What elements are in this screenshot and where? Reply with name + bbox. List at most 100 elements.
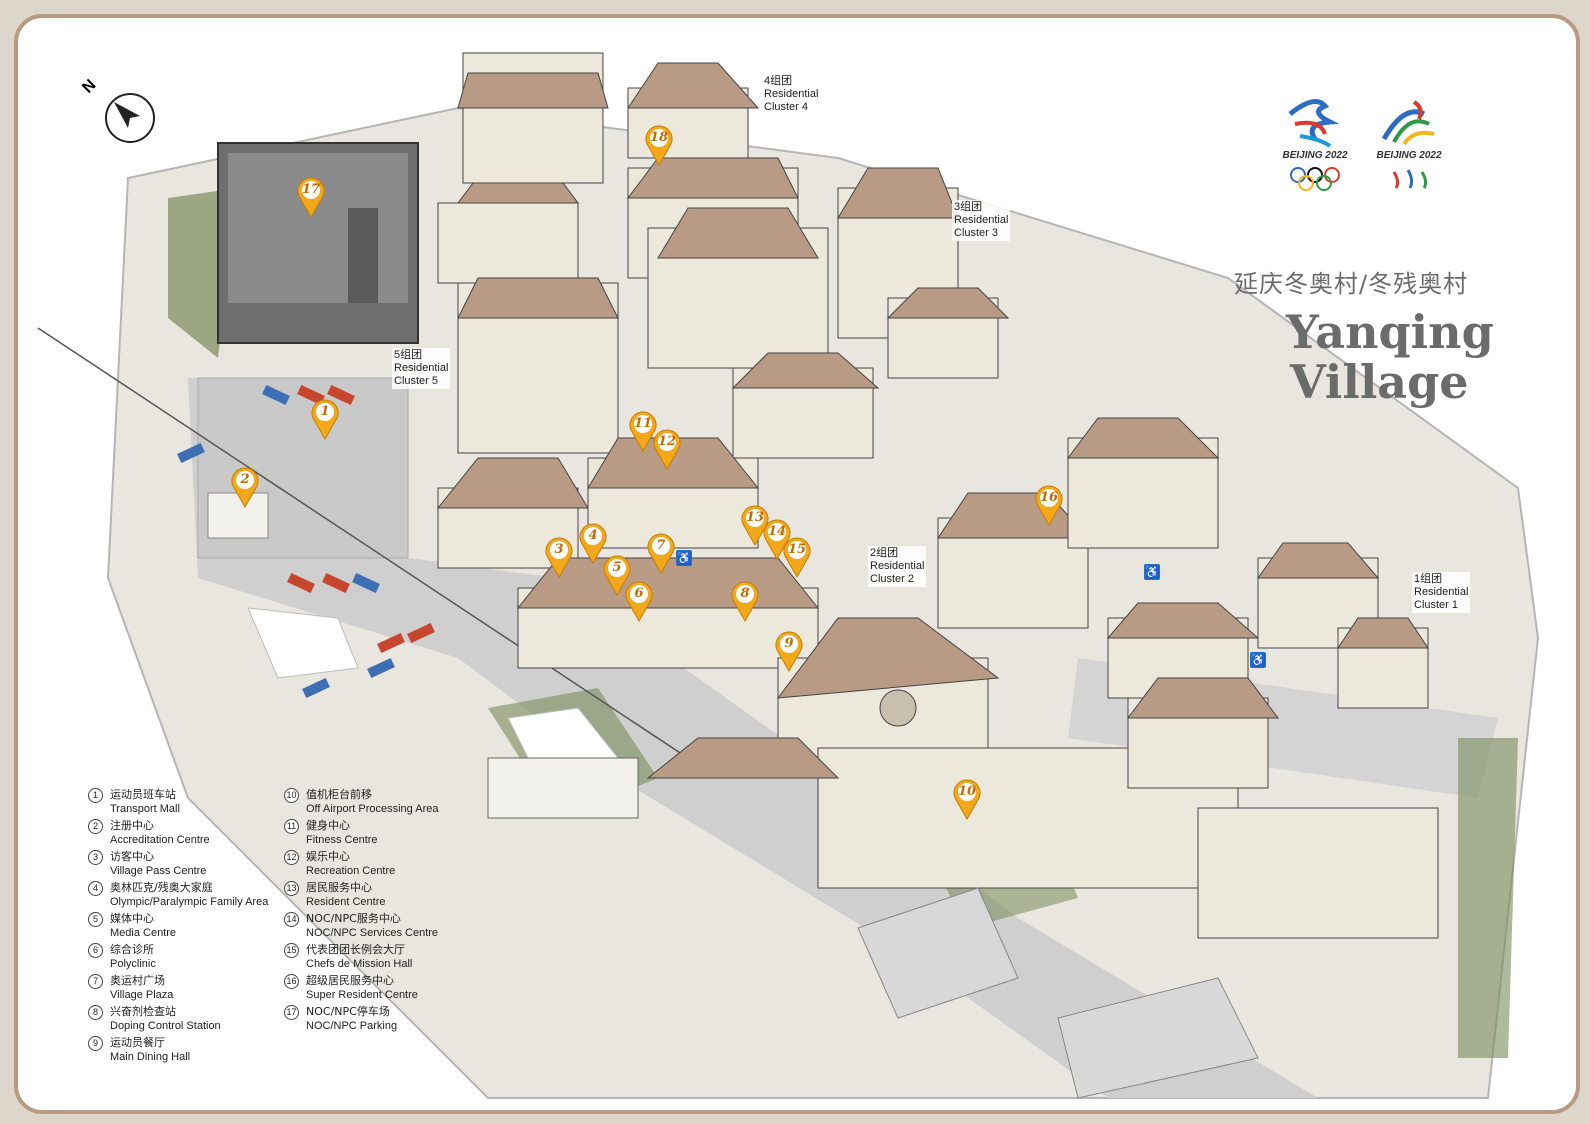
cluster-5-buildings <box>437 52 619 454</box>
legend-number: 8 <box>88 1005 103 1020</box>
legend-label-en: Village Pass Centre <box>110 865 207 877</box>
pin-11[interactable]: 11 <box>628 410 658 452</box>
legend-label-cn: 超级居民服务中心 <box>306 974 394 987</box>
legend-label-cn: 健身中心 <box>306 819 350 832</box>
cluster-1-buildings <box>1106 542 1429 789</box>
legend-number: 10 <box>284 788 299 803</box>
legend-label-en: Media Centre <box>110 927 177 939</box>
north-arrow-icon <box>105 93 155 143</box>
legend-label-cn: 运动员餐厅 <box>110 1036 165 1049</box>
legend-number: 13 <box>284 881 299 896</box>
bus <box>302 677 330 699</box>
legend-label-en: Resident Centre <box>306 896 386 908</box>
pin-16[interactable]: 16 <box>1034 484 1064 526</box>
legend-label-en: Accreditation Centre <box>110 834 210 846</box>
legend-number: 4 <box>88 881 103 896</box>
legend-label-en: Off Airport Processing Area <box>306 803 439 815</box>
pin-13[interactable]: 13 <box>740 504 770 546</box>
pin-15[interactable]: 15 <box>782 536 812 578</box>
bus <box>407 622 435 644</box>
legend-label-cn: 访客中心 <box>110 850 154 863</box>
bus <box>327 384 355 406</box>
pin-6[interactable]: 6 <box>624 580 654 622</box>
olympic-rings-icon <box>1290 167 1340 191</box>
compass: N <box>79 76 160 148</box>
paralympic-logo: BEIJING 2022 <box>1364 94 1454 194</box>
village-map <box>37 52 1540 1099</box>
legend-label-cn: 综合诊所 <box>110 943 154 956</box>
central-buildings <box>436 437 1439 939</box>
legend-label-cn: 兴奋剂检查站 <box>110 1005 176 1018</box>
legend-label-en: NOC/NPC Services Centre <box>306 927 439 939</box>
bus <box>367 657 395 679</box>
legend-label-en: Super Resident Centre <box>306 989 418 1001</box>
agitos-icon <box>1392 169 1428 189</box>
plaza-steps <box>1057 977 1259 1099</box>
legend-label-en: Recreation Centre <box>306 865 396 877</box>
legend-number: 2 <box>88 819 103 834</box>
legend-number: 1 <box>88 788 103 803</box>
pin-7[interactable]: 7 <box>646 532 676 574</box>
legend-number: 7 <box>88 974 103 989</box>
bus <box>297 384 325 406</box>
pin-8[interactable]: 8 <box>730 580 760 622</box>
legend-label-en: Main Dining Hall <box>110 1051 191 1063</box>
legend-label-en: NOC/NPC Parking <box>306 1020 398 1032</box>
legend-label-cn: 奥林匹克/残奥大家庭 <box>110 881 213 894</box>
north-letter: N <box>79 76 100 97</box>
pin-9[interactable]: 9 <box>774 630 804 672</box>
olympic-logo-caption: BEIJING 2022 <box>1282 150 1348 161</box>
pin-3[interactable]: 3 <box>544 536 574 578</box>
olympic-logo: BEIJING 2022 <box>1270 94 1360 194</box>
pin-4[interactable]: 4 <box>578 522 608 564</box>
legend-number: 3 <box>88 850 103 865</box>
map-frame: N BEIJING 2022 BEIJING 2022 <box>14 14 1580 1114</box>
legend-number: 12 <box>284 850 299 865</box>
legend-number: 9 <box>88 1036 103 1051</box>
snow-patch <box>247 607 359 679</box>
legend-number: 17 <box>284 1005 299 1020</box>
legend-label-en: Polyclinic <box>110 958 156 970</box>
paralympic-emblem-icon <box>1381 100 1435 146</box>
legend-label-cn: 值机柜台前移 <box>306 788 372 801</box>
pin-17[interactable]: 17 <box>296 176 326 218</box>
legend-label-cn: 代表团团长例会大厅 <box>306 943 405 956</box>
legend-label-en: Village Plaza <box>110 989 174 1001</box>
title-english-line2: Village <box>1290 355 1469 409</box>
pin-12[interactable]: 12 <box>652 428 682 470</box>
map-title: 延庆冬奥村/冬残奥村 Yanqing Village <box>1234 264 1534 407</box>
pin-14[interactable]: 14 <box>762 518 792 560</box>
olympic-emblem-icon <box>1288 99 1340 148</box>
pin-18[interactable]: 18 <box>644 124 674 166</box>
wheelchair-icon: ♿ <box>1144 564 1160 580</box>
pin-10[interactable]: 10 <box>952 778 982 820</box>
legend-label-en: Doping Control Station <box>110 1020 221 1032</box>
paralympic-logo-caption: BEIJING 2022 <box>1376 150 1442 161</box>
legend-number: 6 <box>88 943 103 958</box>
legend-label-cn: 运动员班车站 <box>110 788 176 801</box>
bus <box>287 572 315 594</box>
bus <box>262 384 290 406</box>
legend-number: 5 <box>88 912 103 927</box>
pin-2[interactable]: 2 <box>230 466 260 508</box>
legend-label-cn: 居民服务中心 <box>306 881 372 894</box>
legend-number: 14 <box>284 912 299 927</box>
bus <box>322 572 350 594</box>
wheelchair-icon: ♿ <box>676 550 692 566</box>
pin-5[interactable]: 5 <box>602 554 632 596</box>
legend-number: 15 <box>284 943 299 958</box>
legend-number: 16 <box>284 974 299 989</box>
legend-number: 11 <box>284 819 299 834</box>
bus <box>177 442 205 464</box>
lawn <box>1458 738 1518 1058</box>
title-chinese: 延庆冬奥村/冬残奥村 <box>1234 270 1469 298</box>
legend-label-cn: 奥运村广场 <box>110 974 165 987</box>
bus <box>377 632 405 654</box>
pin-1[interactable]: 1 <box>310 398 340 440</box>
legend-label-cn: 娱乐中心 <box>306 850 350 863</box>
legend-label-en: Fitness Centre <box>306 834 378 846</box>
